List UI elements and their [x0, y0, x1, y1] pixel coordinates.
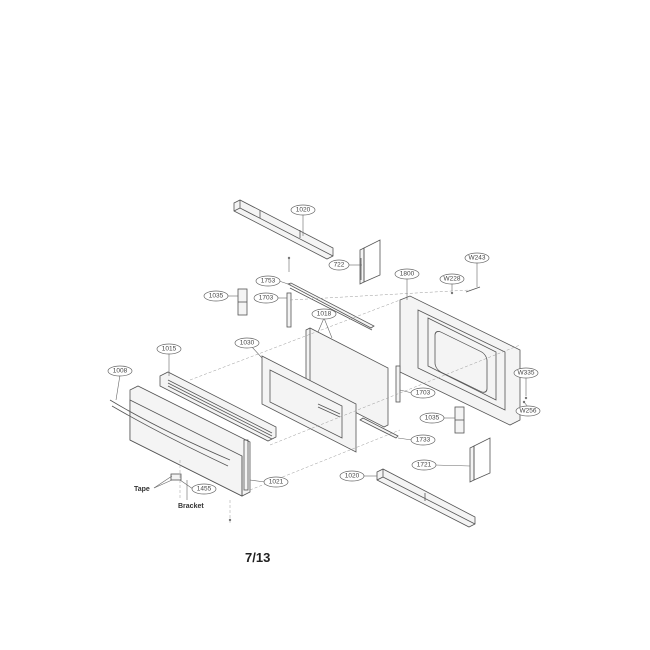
part-label-W335: W335 — [513, 367, 539, 379]
part-label-1035-right: 1035 — [419, 412, 445, 424]
svg-text:1455: 1455 — [197, 486, 212, 493]
part-label-1020-top: 1020 — [290, 204, 316, 216]
gasket-strip-right — [395, 365, 401, 403]
part-label-1015: 1015 — [156, 343, 182, 355]
part-label-1020-bottom: 1020 — [339, 470, 365, 482]
hinge-bracket-top — [359, 239, 381, 285]
part-label-1021: 1021 — [263, 476, 289, 488]
svg-text:1030: 1030 — [240, 340, 255, 347]
svg-text:1020: 1020 — [345, 473, 360, 480]
part-label-W228: W228 — [439, 273, 465, 285]
part-label-1753: 1753 — [255, 275, 281, 287]
svg-text:1020: 1020 — [296, 207, 311, 214]
part-label-722: 722 — [328, 259, 350, 271]
spacer-block-right — [454, 406, 465, 434]
part-label-1800: 1800 — [394, 268, 420, 280]
part-label-1703-right: 1703 — [410, 387, 436, 399]
spacer-block-left — [237, 288, 248, 316]
tape-note: Tape — [134, 486, 150, 493]
svg-text:1015: 1015 — [162, 346, 177, 353]
svg-text:1035: 1035 — [425, 415, 440, 422]
svg-text:W256: W256 — [520, 408, 537, 415]
door-frame-1800 — [399, 295, 521, 426]
page-number: 7/13 — [245, 550, 271, 565]
part-label-W256: W256 — [515, 405, 541, 417]
top-rail — [233, 199, 334, 260]
svg-text:1721: 1721 — [417, 462, 432, 469]
svg-text:722: 722 — [334, 262, 345, 269]
svg-text:1733: 1733 — [416, 437, 431, 444]
door-trim-1015 — [159, 371, 277, 442]
svg-text:1008: 1008 — [113, 368, 128, 375]
part-label-1733: 1733 — [410, 434, 436, 446]
bracket-part — [170, 473, 182, 481]
part-label-1703-left: 1703 — [253, 292, 279, 304]
svg-text:W228: W228 — [444, 276, 461, 283]
svg-text:1800: 1800 — [400, 271, 415, 278]
svg-text:1703: 1703 — [416, 390, 431, 397]
trim-strip-1733 — [359, 417, 399, 439]
part-label-1018: 1018 — [311, 308, 337, 320]
part-label-W243: W243 — [464, 252, 490, 264]
part-label-1030: 1030 — [234, 337, 260, 349]
bottom-rail — [376, 468, 476, 528]
trim-strip-1753 — [286, 282, 375, 331]
bracket-note: Bracket — [178, 503, 204, 510]
part-label-1455: 1455 — [191, 483, 217, 495]
hinge-bracket-bottom — [469, 437, 491, 483]
door-handle-1008 — [109, 399, 231, 467]
gasket-strip-left — [286, 292, 292, 328]
door-front-1021 — [129, 385, 251, 497]
svg-text:W335: W335 — [518, 370, 535, 377]
svg-text:1035: 1035 — [209, 293, 224, 300]
svg-text:1018: 1018 — [317, 311, 332, 318]
svg-text:1753: 1753 — [261, 278, 276, 285]
svg-text:W243: W243 — [469, 255, 486, 262]
svg-text:1703: 1703 — [259, 295, 274, 302]
leader-lines — [115, 214, 529, 500]
inner-panel-1030 — [261, 355, 357, 453]
svg-text:1021: 1021 — [269, 479, 284, 486]
part-label-1008: 1008 — [107, 365, 133, 377]
part-label-1035-left: 1035 — [203, 290, 229, 302]
part-label-1721: 1721 — [411, 459, 437, 471]
